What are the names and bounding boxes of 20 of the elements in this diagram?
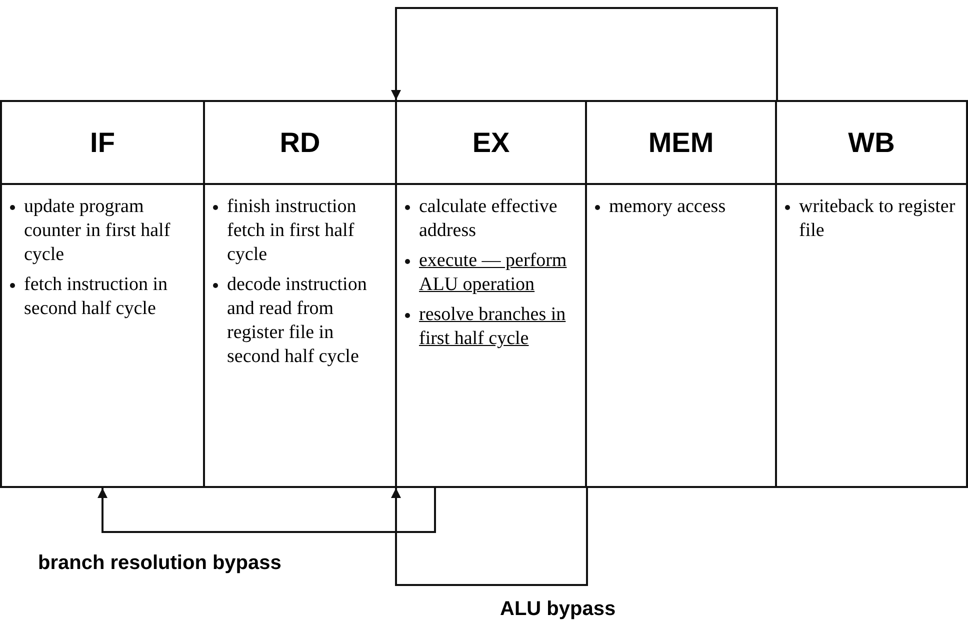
arrow: [98, 488, 436, 533]
edge-label: ALU bypass: [500, 598, 616, 621]
edge-label: branch resolution bypass: [38, 552, 282, 575]
stage-column: [585, 100, 777, 488]
arrow: [391, 7, 778, 100]
stage-header: WB: [848, 126, 895, 158]
stage-column: [775, 100, 968, 488]
stage-column: [0, 100, 205, 488]
stage-column: [203, 100, 397, 488]
bullet-text: writeback to register file: [799, 195, 956, 243]
arrow: [391, 488, 588, 586]
stage-header: IF: [90, 126, 115, 158]
bullet-text: fetch instruction in second half cycle: [24, 273, 169, 321]
bullet-text: decode instruction and read from register file in second half cycle: [227, 273, 368, 369]
stage-header: EX: [472, 126, 510, 158]
stage-column: [395, 100, 587, 488]
stage-header: RD: [280, 126, 320, 158]
bullet-text: resolve branches in first half cycle: [419, 303, 567, 351]
stage-header: MEM: [648, 126, 714, 158]
bullet-text: memory access: [609, 195, 727, 219]
